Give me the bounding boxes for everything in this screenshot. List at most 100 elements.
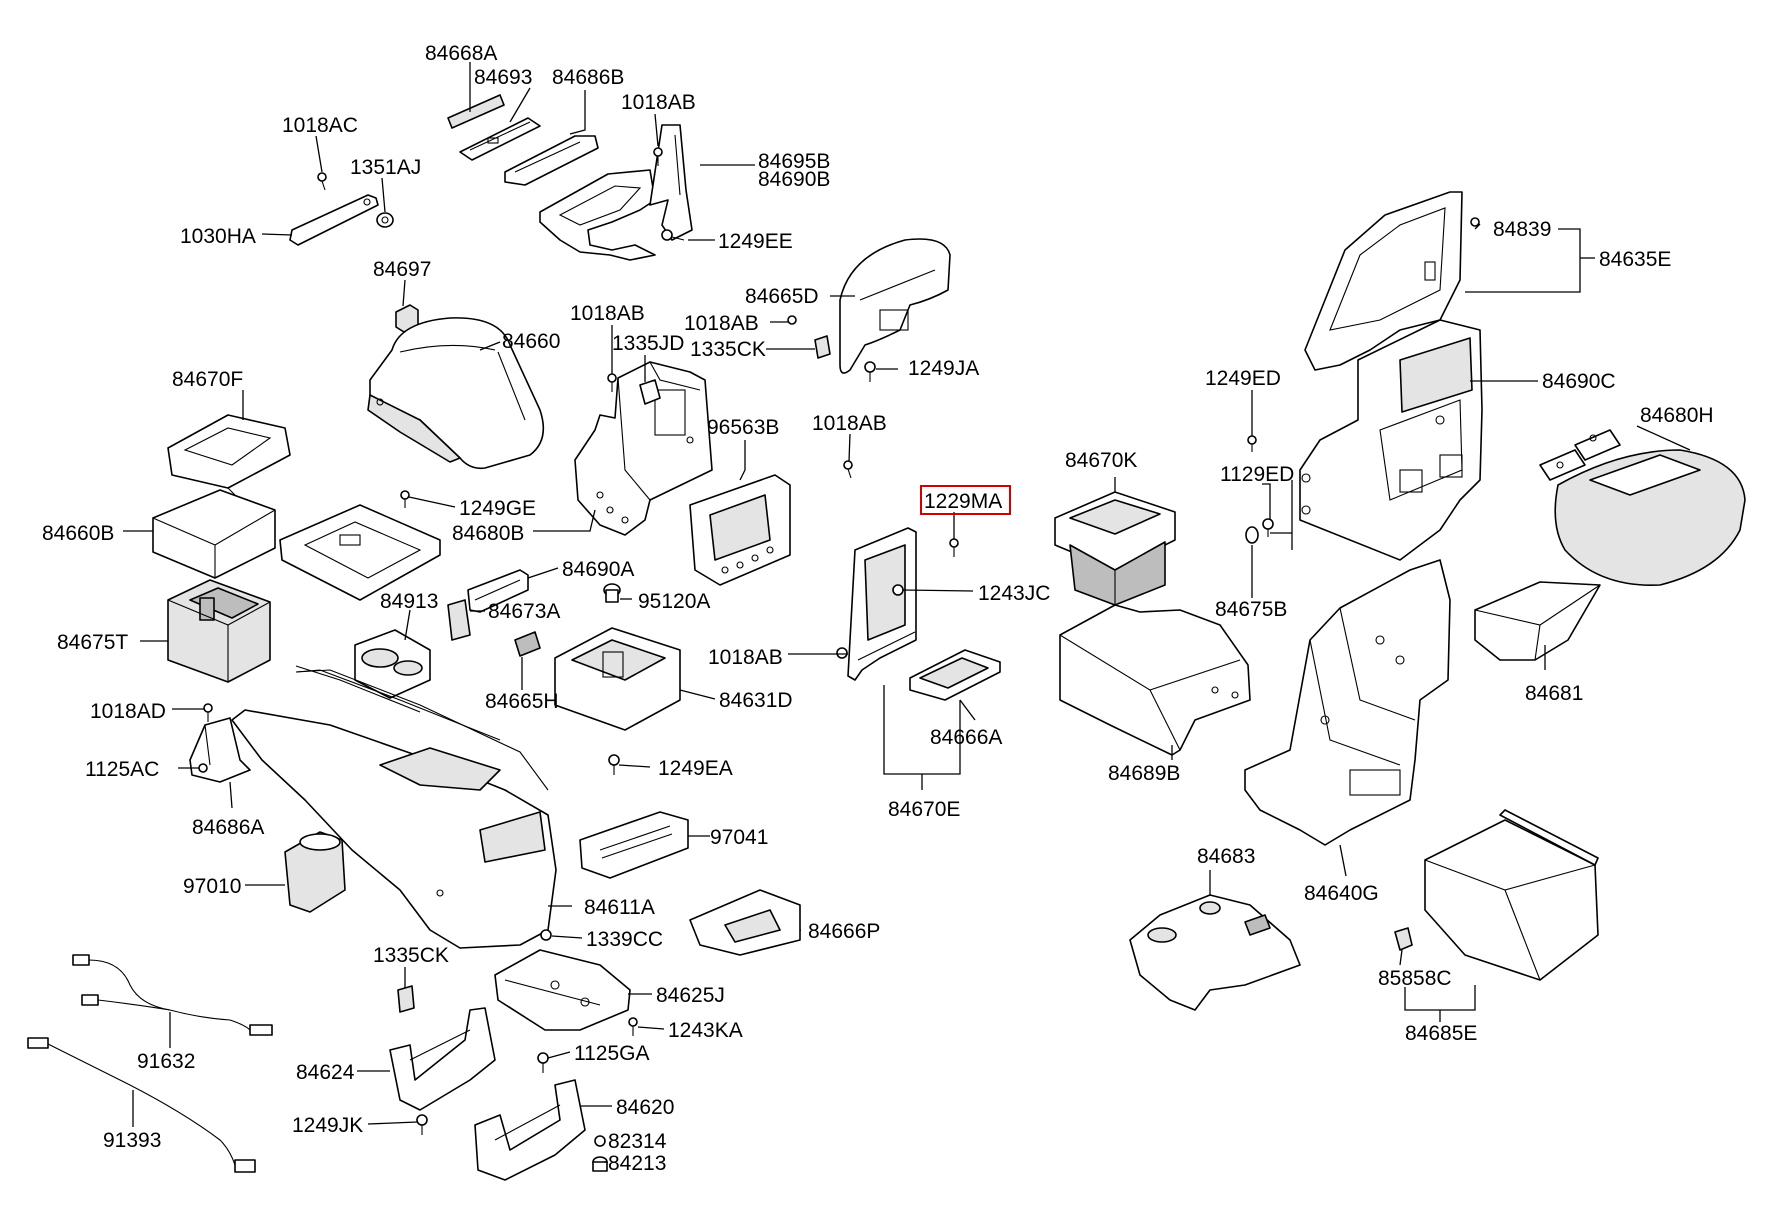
part-95120A-drawing xyxy=(603,583,621,603)
part-84666A-drawing xyxy=(909,649,1001,701)
label-1249GE[interactable]: 1249GE xyxy=(459,497,536,520)
part-1335CK-bot-drawing xyxy=(397,985,415,1013)
label-84666P[interactable]: 84666P xyxy=(808,920,880,943)
part-84686B-drawing xyxy=(504,135,599,186)
label-84839[interactable]: 84839 xyxy=(1493,218,1551,241)
label-1243JC[interactable]: 1243JC xyxy=(978,582,1050,605)
label-84625J[interactable]: 84625J xyxy=(656,984,725,1007)
screw-1229MA xyxy=(949,538,959,557)
label-95120A[interactable]: 95120A xyxy=(638,590,710,613)
label-1030HA[interactable]: 1030HA xyxy=(180,225,256,248)
label-84693[interactable]: 84693 xyxy=(474,66,532,89)
label-84686A[interactable]: 84686A xyxy=(192,816,264,839)
part-84673A-drawing xyxy=(447,599,471,641)
label-1249EA[interactable]: 1249EA xyxy=(658,757,733,780)
label-84675T[interactable]: 84675T xyxy=(57,631,128,654)
screw-1018AC xyxy=(317,172,327,191)
screw-1018AD xyxy=(203,703,213,722)
harness-91393-drawing xyxy=(27,1037,256,1173)
label-84660B[interactable]: 84660B xyxy=(42,522,114,545)
label-84670F[interactable]: 84670F xyxy=(172,368,243,391)
label-84689B[interactable]: 84689B xyxy=(1108,762,1180,785)
part-84681-drawing xyxy=(1474,581,1601,661)
label-84670E[interactable]: 84670E xyxy=(888,798,960,821)
label-1125GA[interactable]: 1125GA xyxy=(574,1042,650,1065)
label-1243KA[interactable]: 1243KA xyxy=(668,1019,743,1042)
label-84668A[interactable]: 84668A xyxy=(425,42,497,65)
label-84695B[interactable]: 84695B xyxy=(758,150,830,173)
label-1018AD[interactable]: 1018AD xyxy=(90,700,166,723)
label-84686B[interactable]: 84686B xyxy=(552,66,624,89)
screw-1125GA xyxy=(537,1052,549,1073)
label-97010[interactable]: 97010 xyxy=(183,875,241,898)
label-84697[interactable]: 84697 xyxy=(373,258,431,281)
label-84665H[interactable]: 84665H xyxy=(485,690,559,713)
label-91632[interactable]: 91632 xyxy=(137,1050,195,1073)
part-84690B-drawing xyxy=(649,124,693,241)
label-1018AB-d[interactable]: 1018AB xyxy=(708,646,783,669)
label-1129ED[interactable]: 1129ED xyxy=(1220,463,1294,486)
part-1335CK-top-drawing xyxy=(814,335,831,359)
label-1018AB-b[interactable]: 1018AB xyxy=(684,312,759,335)
label-1339CC[interactable]: 1339CC xyxy=(586,928,663,951)
screw-1249EA xyxy=(608,754,620,775)
nut-82314 xyxy=(594,1135,606,1147)
label-84690A[interactable]: 84690A xyxy=(562,558,634,581)
part-84680H-drawing xyxy=(1539,429,1746,587)
label-1335CK-bot[interactable]: 1335CK xyxy=(373,944,449,967)
label-91393[interactable]: 91393 xyxy=(103,1129,161,1152)
label-84680B[interactable]: 84680B xyxy=(452,522,524,545)
label-84213[interactable]: 84213 xyxy=(608,1152,666,1175)
label-84660[interactable]: 84660 xyxy=(502,330,560,353)
part-84665H-drawing xyxy=(514,631,541,657)
label-1018AB-a[interactable]: 1018AB xyxy=(570,302,645,325)
label-84680H[interactable]: 84680H xyxy=(1640,404,1714,427)
label-1018AB-top[interactable]: 1018AB xyxy=(621,91,696,114)
label-1351AJ[interactable]: 1351AJ xyxy=(350,156,421,179)
label-84673A[interactable]: 84673A xyxy=(488,600,560,623)
label-84681[interactable]: 84681 xyxy=(1525,682,1583,705)
part-1030HA-drawing xyxy=(289,194,379,246)
label-84665D[interactable]: 84665D xyxy=(745,285,819,308)
label-84666A[interactable]: 84666A xyxy=(930,726,1002,749)
label-84913[interactable]: 84913 xyxy=(380,590,438,613)
label-1249ED[interactable]: 1249ED xyxy=(1205,367,1281,390)
label-1018AB-c[interactable]: 1018AB xyxy=(812,412,887,435)
label-1229MA[interactable]: 1229MA xyxy=(924,490,1002,513)
screw-1125AC xyxy=(198,763,208,773)
label-84675B[interactable]: 84675B xyxy=(1215,598,1287,621)
label-97041[interactable]: 97041 xyxy=(710,826,768,849)
label-84631D[interactable]: 84631D xyxy=(719,689,793,712)
label-85858C[interactable]: 85858C xyxy=(1378,967,1452,990)
label-84624[interactable]: 84624 xyxy=(296,1061,355,1084)
screw-1129ED xyxy=(1262,518,1274,537)
screw-1018AB-a xyxy=(607,373,617,392)
label-1249EE[interactable]: 1249EE xyxy=(718,230,793,253)
part-84693-drawing xyxy=(459,117,541,161)
label-82314[interactable]: 82314 xyxy=(608,1130,667,1153)
screw-1249JK xyxy=(416,1114,428,1135)
part-84690C-drawing xyxy=(1299,319,1483,561)
label-84690C[interactable]: 84690C xyxy=(1542,370,1616,393)
screw-1018AB-d xyxy=(836,647,848,659)
label-84611A[interactable]: 84611A xyxy=(584,896,655,919)
label-1335JD[interactable]: 1335JD xyxy=(612,332,684,355)
highlight-box xyxy=(920,485,1011,515)
part-84665D-drawing xyxy=(839,238,951,374)
screw-1249EE xyxy=(661,229,685,241)
label-96563B[interactable]: 96563B xyxy=(707,416,779,439)
label-1249JA[interactable]: 1249JA xyxy=(908,357,979,380)
label-1018AC[interactable]: 1018AC xyxy=(282,114,358,137)
label-84670K[interactable]: 84670K xyxy=(1065,449,1137,472)
label-1335CK-top[interactable]: 1335CK xyxy=(690,338,766,361)
label-84683[interactable]: 84683 xyxy=(1197,845,1255,868)
label-84690B[interactable]: 84690B xyxy=(758,168,830,191)
screw-1243KA xyxy=(628,1017,638,1036)
label-84620[interactable]: 84620 xyxy=(616,1096,674,1119)
label-1249JK[interactable]: 1249JK xyxy=(292,1114,363,1137)
part-84620-drawing xyxy=(474,1079,586,1181)
label-84635E[interactable]: 84635E xyxy=(1599,248,1671,271)
label-84640G[interactable]: 84640G xyxy=(1304,882,1379,905)
label-84685E[interactable]: 84685E xyxy=(1405,1022,1477,1045)
label-1125AC[interactable]: 1125AC xyxy=(85,758,159,781)
